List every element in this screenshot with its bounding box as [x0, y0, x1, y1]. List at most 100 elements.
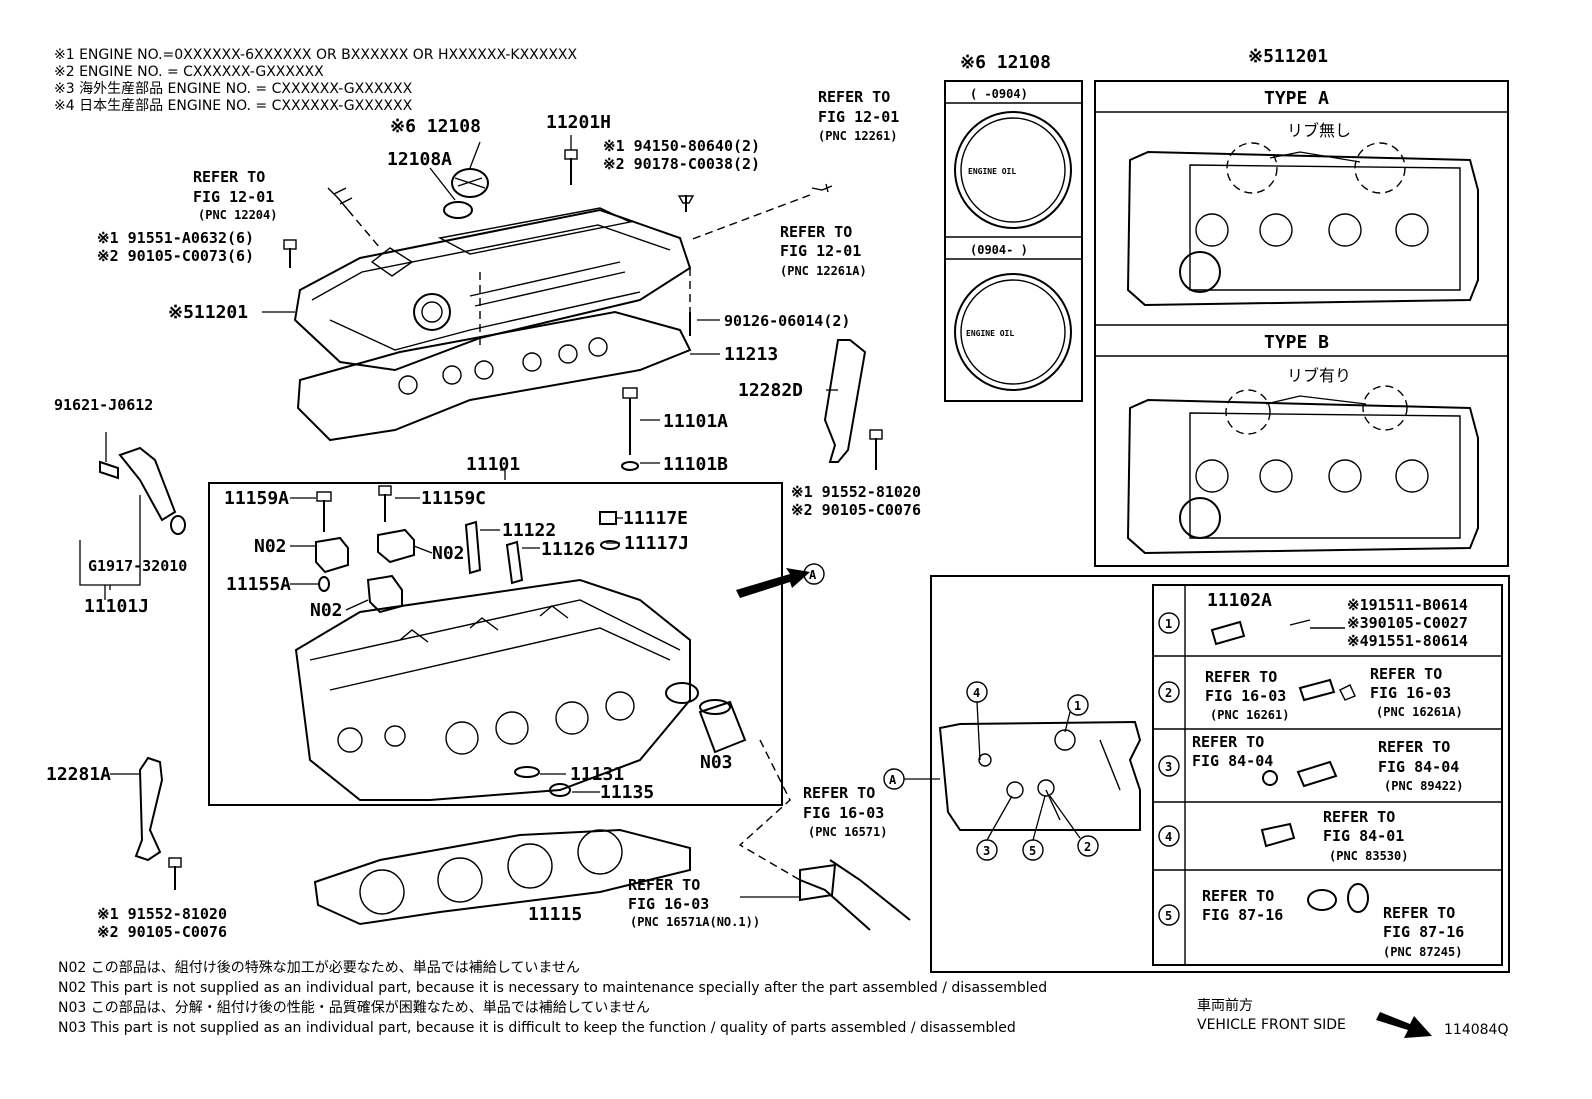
row-5-right-3: (PNC 87245)	[1383, 945, 1462, 959]
ref-1603a-line2: FIG 16-03	[803, 804, 884, 822]
ref-1603b-line2: FIG 16-03	[628, 895, 709, 913]
row-2-right-3: (PNC 16261A)	[1376, 705, 1463, 719]
label-n03: N03	[700, 752, 733, 773]
diagram-id: 114084Q	[1444, 1022, 1508, 1038]
leader-lines	[79, 135, 838, 898]
label-11159a: 11159A	[224, 488, 289, 509]
row-2-left-3: (PNC 16261)	[1210, 708, 1289, 722]
row-1-part: 11102A	[1207, 590, 1272, 611]
row-4-num: 4	[1165, 830, 1172, 844]
label-91621: 91621-J0612	[54, 396, 153, 414]
row-2-left-2: FIG 16-03	[1205, 687, 1286, 705]
label-90105-0076-a: ※2 90105-C0076	[791, 501, 921, 519]
header-note-1: ※1 ENGINE NO.=0XXXXXX-6XXXXXX OR BXXXXXX…	[54, 47, 578, 63]
label-11101: 11101	[466, 454, 520, 475]
row-3-left-2: FIG 84-04	[1192, 752, 1273, 770]
row-5-right-1: REFER TO	[1383, 904, 1455, 922]
label-11117j: 11117J	[624, 533, 689, 554]
rib-none-label: リブ無し	[1287, 121, 1351, 140]
label-91551: ※1 91551-A0632(6)	[97, 229, 254, 247]
head-gasket-drawing	[313, 828, 691, 926]
oil-cap-panel: ※6 12108 ( -0904) (0904- ) ENGINE OIL EN…	[944, 52, 1083, 402]
label-12108a: 12108A	[387, 149, 452, 170]
cap-row1-label: ( -0904)	[970, 87, 1028, 101]
detail-table: 1 2 3 4 5 11102A ※191511-B0614 ※390105-C…	[1152, 584, 1503, 966]
footer-note-4: N03 This part is not supplied as an indi…	[58, 1020, 1016, 1036]
view-a-arrow: A	[736, 563, 825, 598]
callout-5: 5	[1029, 844, 1036, 858]
header-notes: ※1 ENGINE NO.=0XXXXXX-6XXXXXX OR BXXXXXX…	[54, 47, 578, 114]
row-4-right-2: FIG 84-01	[1323, 827, 1404, 845]
label-n02-b: N02	[432, 543, 465, 564]
front-label-en: VEHICLE FRONT SIDE	[1197, 1017, 1346, 1033]
row-5-left-1: REFER TO	[1202, 887, 1274, 905]
ref-1201c-line2: FIG 12-01	[780, 242, 861, 260]
ref-1603b-line3: (PNC 16571A(NO.1))	[630, 915, 760, 929]
ref-1603b-line1: REFER TO	[628, 876, 700, 894]
label-11101b: 11101B	[663, 454, 728, 475]
cap-panel-title: ※6 12108	[960, 52, 1051, 73]
ref-1201a-line3: (PNC 12261)	[818, 129, 897, 143]
label-11135: 11135	[600, 782, 654, 803]
marker-a: A	[809, 568, 817, 582]
cap2-text: ENGINE OIL	[966, 329, 1014, 338]
label-11126: 11126	[541, 539, 595, 560]
row-2-num: 2	[1165, 686, 1172, 700]
part-labels: ※6 12108 12108A 11201H ※1 94150-80640(2)…	[46, 88, 921, 941]
front-arrow-icon	[1376, 1012, 1432, 1038]
ref-1201b-line1: REFER TO	[193, 168, 265, 186]
label-90178: ※2 90178-C0038(2)	[603, 155, 760, 173]
row-5-right-2: FIG 87-16	[1383, 923, 1464, 941]
row-2-right-1: REFER TO	[1370, 665, 1442, 683]
ref-1201b-line3: (PNC 12204)	[198, 208, 277, 222]
label-91552-b: ※1 91552-81020	[97, 905, 227, 923]
row-2-right-2: FIG 16-03	[1370, 684, 1451, 702]
label-g1917: G1917-32010	[88, 557, 187, 575]
header-note-4: ※4 日本生産部品 ENGINE NO. = CXXXXXX-GXXXXXX	[54, 98, 413, 114]
row-2-left-1: REFER TO	[1205, 668, 1277, 686]
label-11101j: 11101J	[84, 596, 149, 617]
row-4-right-1: REFER TO	[1323, 808, 1395, 826]
callout-1: 1	[1074, 699, 1081, 713]
vvt-solenoid-drawing	[99, 432, 186, 535]
callout-2: 2	[1084, 840, 1091, 854]
cap-row2-label: (0904- )	[970, 243, 1028, 257]
valve-cover-drawing	[283, 149, 883, 471]
label-11131: 11131	[570, 764, 624, 785]
label-90105-0076-b: ※2 90105-C0076	[97, 923, 227, 941]
label-11159c: 11159C	[421, 488, 486, 509]
front-label-jp: 車両前方	[1197, 997, 1253, 1014]
hose-drawing	[738, 739, 911, 931]
footer-note-3: N03 この部品は、分解・組付け後の性能・品質確保が困難なため、単品では補給して…	[58, 1000, 650, 1016]
row-3-left-1: REFER TO	[1192, 733, 1264, 751]
row-5-num: 5	[1165, 909, 1172, 923]
callout-4: 4	[973, 686, 980, 700]
label-11201h: 11201H	[546, 112, 611, 133]
cap1-text: ENGINE OIL	[968, 167, 1016, 176]
bracket-12281a-drawing	[134, 756, 182, 890]
label-11155a: 11155A	[226, 574, 291, 595]
label-90126: 90126-06014(2)	[724, 312, 850, 330]
label-12281a: 12281A	[46, 764, 111, 785]
row-4-right-3: (PNC 83530)	[1329, 849, 1408, 863]
label-11201: ※511201	[168, 302, 248, 323]
row-1-ref-1: ※191511-B0614	[1347, 596, 1468, 614]
ref-1201c-line3: (PNC 12261A)	[780, 264, 867, 278]
footer-note-2: N02 This part is not supplied as an indi…	[58, 980, 1047, 996]
row-3-right-2: FIG 84-04	[1378, 758, 1459, 776]
label-12282d: 12282D	[738, 380, 803, 401]
callout-3: 3	[983, 844, 990, 858]
label-91552-a: ※1 91552-81020	[791, 483, 921, 501]
label-12108-top: ※6 12108	[390, 116, 481, 137]
detail-a-panel: A 4 1 3 5 2	[883, 575, 1510, 973]
front-direction: 車両前方 VEHICLE FRONT SIDE 114084Q	[1197, 997, 1508, 1038]
ref-1201a-line2: FIG 12-01	[818, 108, 899, 126]
ref-1201c-line1: REFER TO	[780, 223, 852, 241]
row-3-num: 3	[1165, 760, 1172, 774]
ref-1201b-line2: FIG 12-01	[193, 188, 274, 206]
row-3-right-3: (PNC 89422)	[1384, 779, 1463, 793]
header-note-3: ※3 海外生産部品 ENGINE NO. = CXXXXXX-GXXXXXX	[54, 81, 413, 97]
row-5-left-2: FIG 87-16	[1202, 906, 1283, 924]
label-11115: 11115	[528, 904, 582, 925]
